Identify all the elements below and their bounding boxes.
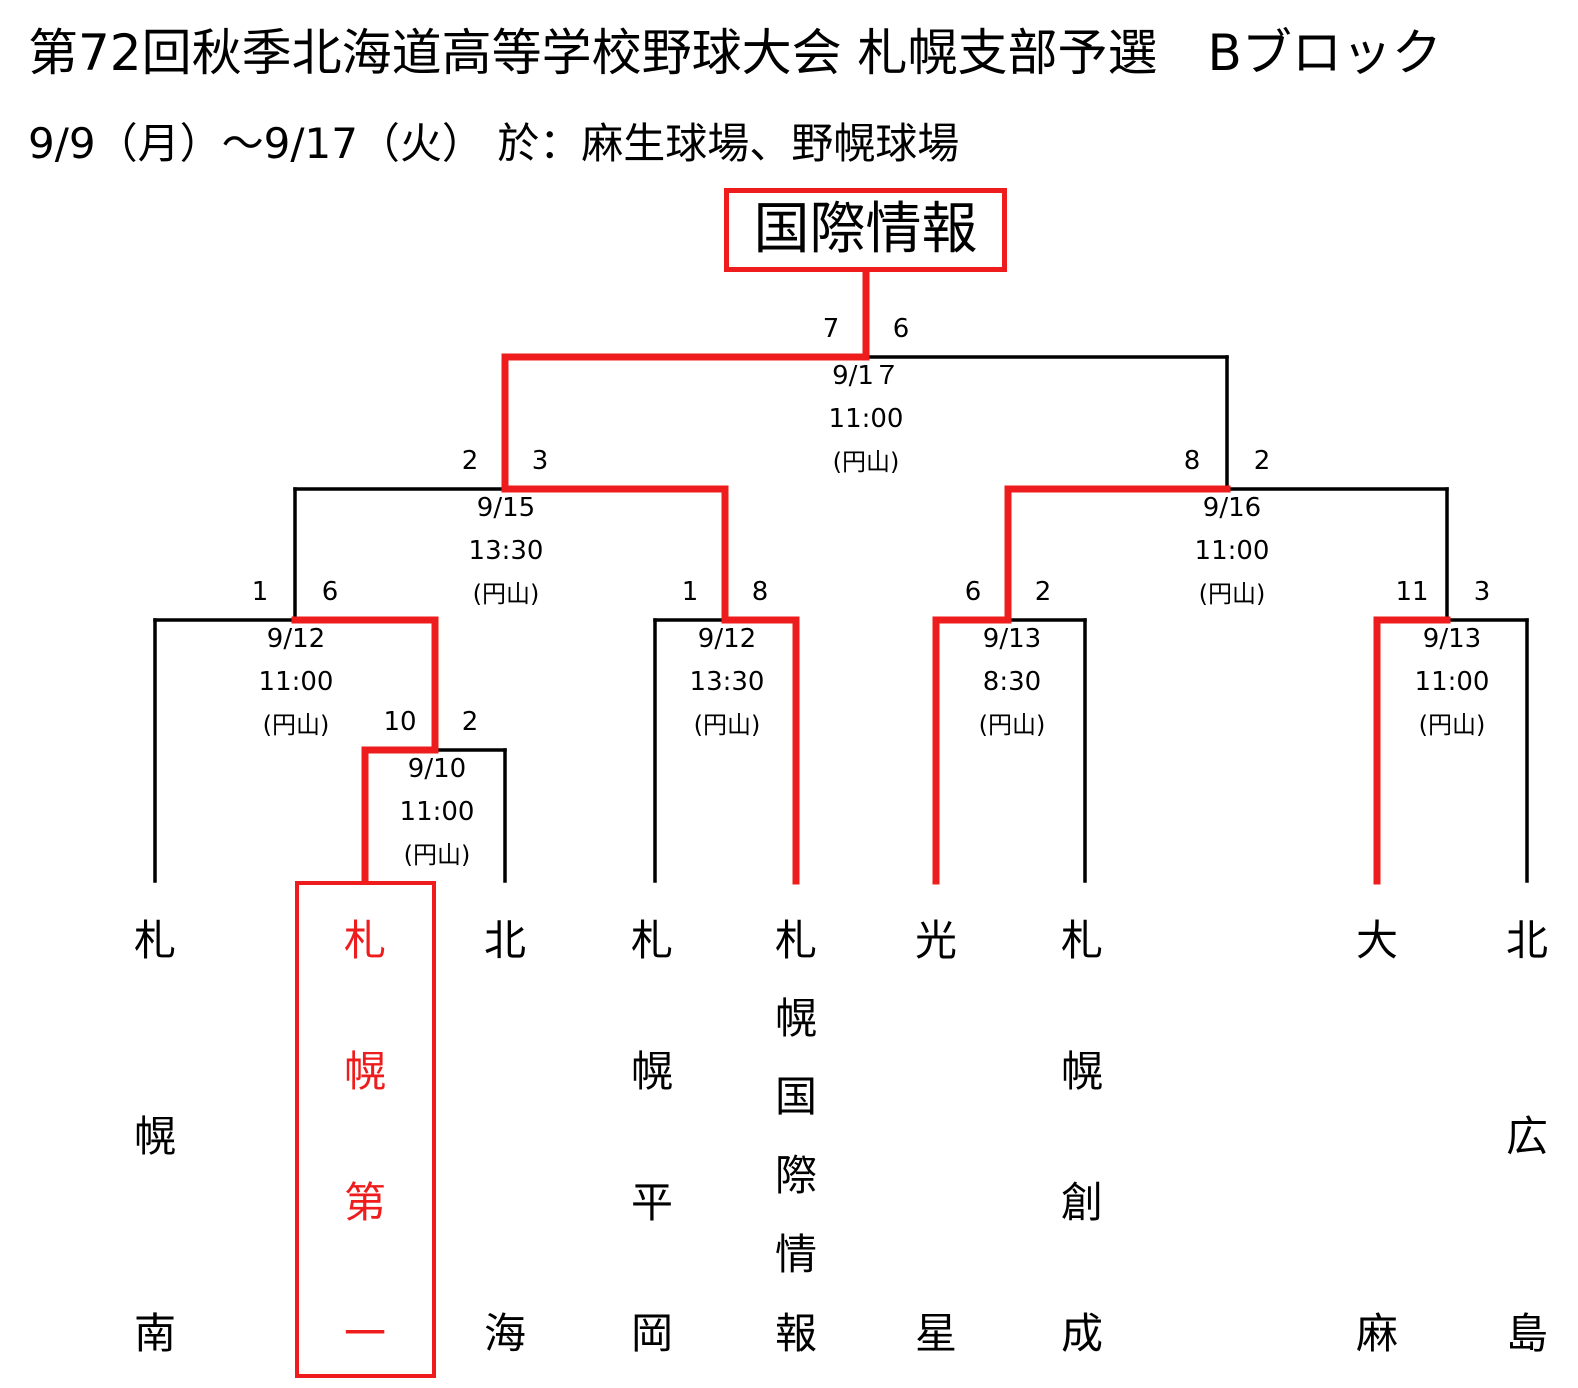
team-name-char: 光 [914, 916, 957, 965]
score-left-q3: 6 [964, 577, 982, 607]
team-name-char: 星 [914, 1309, 957, 1358]
team-name-char: 幌 [774, 994, 817, 1043]
game-date: 9/16 [1202, 493, 1262, 523]
team-name: 北広島 [1487, 900, 1567, 1380]
team-name-char: 第 [343, 1178, 386, 1227]
team-name: 札幌第一 [325, 900, 405, 1380]
team-name-char: 情 [774, 1230, 817, 1279]
team-name-char: 札 [343, 916, 386, 965]
game-time: 11:00 [399, 797, 475, 827]
team-name-char: 成 [1060, 1309, 1103, 1358]
team-name-char: 南 [133, 1309, 176, 1358]
team-name: 札幌国際情報 [756, 900, 836, 1380]
game-info-s2: 9/16 11:00 (円山) [1162, 487, 1302, 616]
team-name-char: 幌 [1060, 1047, 1103, 1096]
team-name-char: 島 [1505, 1309, 1548, 1358]
score-right-s1: 3 [531, 446, 549, 476]
game-info-q2: 9/12 13:30 (円山) [657, 618, 797, 747]
team-name-char: 札 [133, 916, 176, 965]
team-name-char: 岡 [630, 1309, 673, 1358]
team-name-char: 札 [1060, 916, 1103, 965]
score-right-q2: 8 [751, 577, 769, 607]
game-date: 9/12 [697, 624, 757, 654]
score-left-r1: 10 [383, 707, 417, 737]
team-name-char: 大 [1355, 916, 1398, 965]
game-time: 11:00 [1414, 667, 1490, 697]
game-info-q1: 9/12 11:00 (円山) [226, 618, 366, 747]
game-time: 8:30 [982, 667, 1042, 697]
team-name-char: 北 [1505, 916, 1548, 965]
game-time: 11:00 [1194, 536, 1270, 566]
game-venue: (円山) [978, 711, 1046, 739]
game-venue: (円山) [403, 841, 471, 869]
game-venue: (円山) [693, 711, 761, 739]
team-name-char: 北 [483, 916, 526, 965]
team-name-char: 幌 [133, 1112, 176, 1161]
team-name-char: 札 [630, 916, 673, 965]
game-date: 9/15 [476, 493, 536, 523]
score-left-s2: 8 [1183, 446, 1201, 476]
game-info-q4: 9/13 11:00 (円山) [1382, 618, 1522, 747]
team-name-char: 幌 [343, 1047, 386, 1096]
score-left-s1: 2 [461, 446, 479, 476]
score-right-f: 6 [892, 314, 910, 344]
team-name: 札幌南 [115, 900, 195, 1380]
score-left-q4: 11 [1395, 577, 1429, 607]
game-info-r1: 9/10 11:00 (円山) [367, 748, 507, 877]
page-title: 第72回秋季北海道高等学校野球大会 札幌支部予選 Bブロック [28, 24, 1442, 82]
team-name-char: 国 [774, 1072, 817, 1121]
game-time: 11:00 [258, 667, 334, 697]
game-venue: (円山) [832, 448, 900, 476]
team-name-char: 広 [1505, 1112, 1548, 1161]
game-time: 13:30 [689, 667, 765, 697]
team-highlight-box [295, 881, 436, 1378]
team-name-char: 幌 [630, 1047, 673, 1096]
team-name: 光星 [896, 900, 976, 1380]
champion-box: 国際情報 [724, 188, 1007, 272]
score-right-s2: 2 [1253, 446, 1271, 476]
score-left-f: 7 [822, 314, 840, 344]
game-info-q3: 9/13 8:30 (円山) [942, 618, 1082, 747]
team-name-char: 報 [774, 1309, 817, 1358]
game-venue: (円山) [1418, 711, 1486, 739]
team-name-char: 一 [343, 1309, 386, 1358]
score-left-q2: 1 [681, 577, 699, 607]
team-name-char: 麻 [1355, 1309, 1398, 1358]
team-name: 札幌平岡 [612, 900, 692, 1380]
game-venue: (円山) [472, 580, 540, 608]
team-name: 大麻 [1337, 900, 1417, 1380]
game-info-s1: 9/15 13:30 (円山) [436, 487, 576, 616]
game-time: 13:30 [468, 536, 544, 566]
score-right-q4: 3 [1473, 577, 1491, 607]
game-info-f: 9/1７ 11:00 (円山) [796, 355, 936, 484]
team-name-char: 創 [1060, 1178, 1103, 1227]
game-date: 9/10 [407, 754, 467, 784]
game-date: 9/1７ [832, 361, 900, 391]
team-name-char: 札 [774, 916, 817, 965]
team-name: 北海 [465, 900, 545, 1380]
team-name-char: 海 [483, 1309, 526, 1358]
game-date: 9/12 [266, 624, 326, 654]
game-date: 9/13 [982, 624, 1042, 654]
team-name: 札幌創成 [1042, 900, 1122, 1380]
game-date: 9/13 [1422, 624, 1482, 654]
score-right-q1: 6 [321, 577, 339, 607]
game-venue: (円山) [1198, 580, 1266, 608]
game-venue: (円山) [262, 711, 330, 739]
game-time: 11:00 [828, 404, 904, 434]
team-name-char: 際 [774, 1151, 817, 1200]
score-right-q3: 2 [1034, 577, 1052, 607]
page-subtitle: 9/9（月）～9/17（火） 於：麻生球場、野幌球場 [28, 119, 960, 168]
team-name-char: 平 [630, 1178, 673, 1227]
score-right-r1: 2 [461, 707, 479, 737]
score-left-q1: 1 [251, 577, 269, 607]
